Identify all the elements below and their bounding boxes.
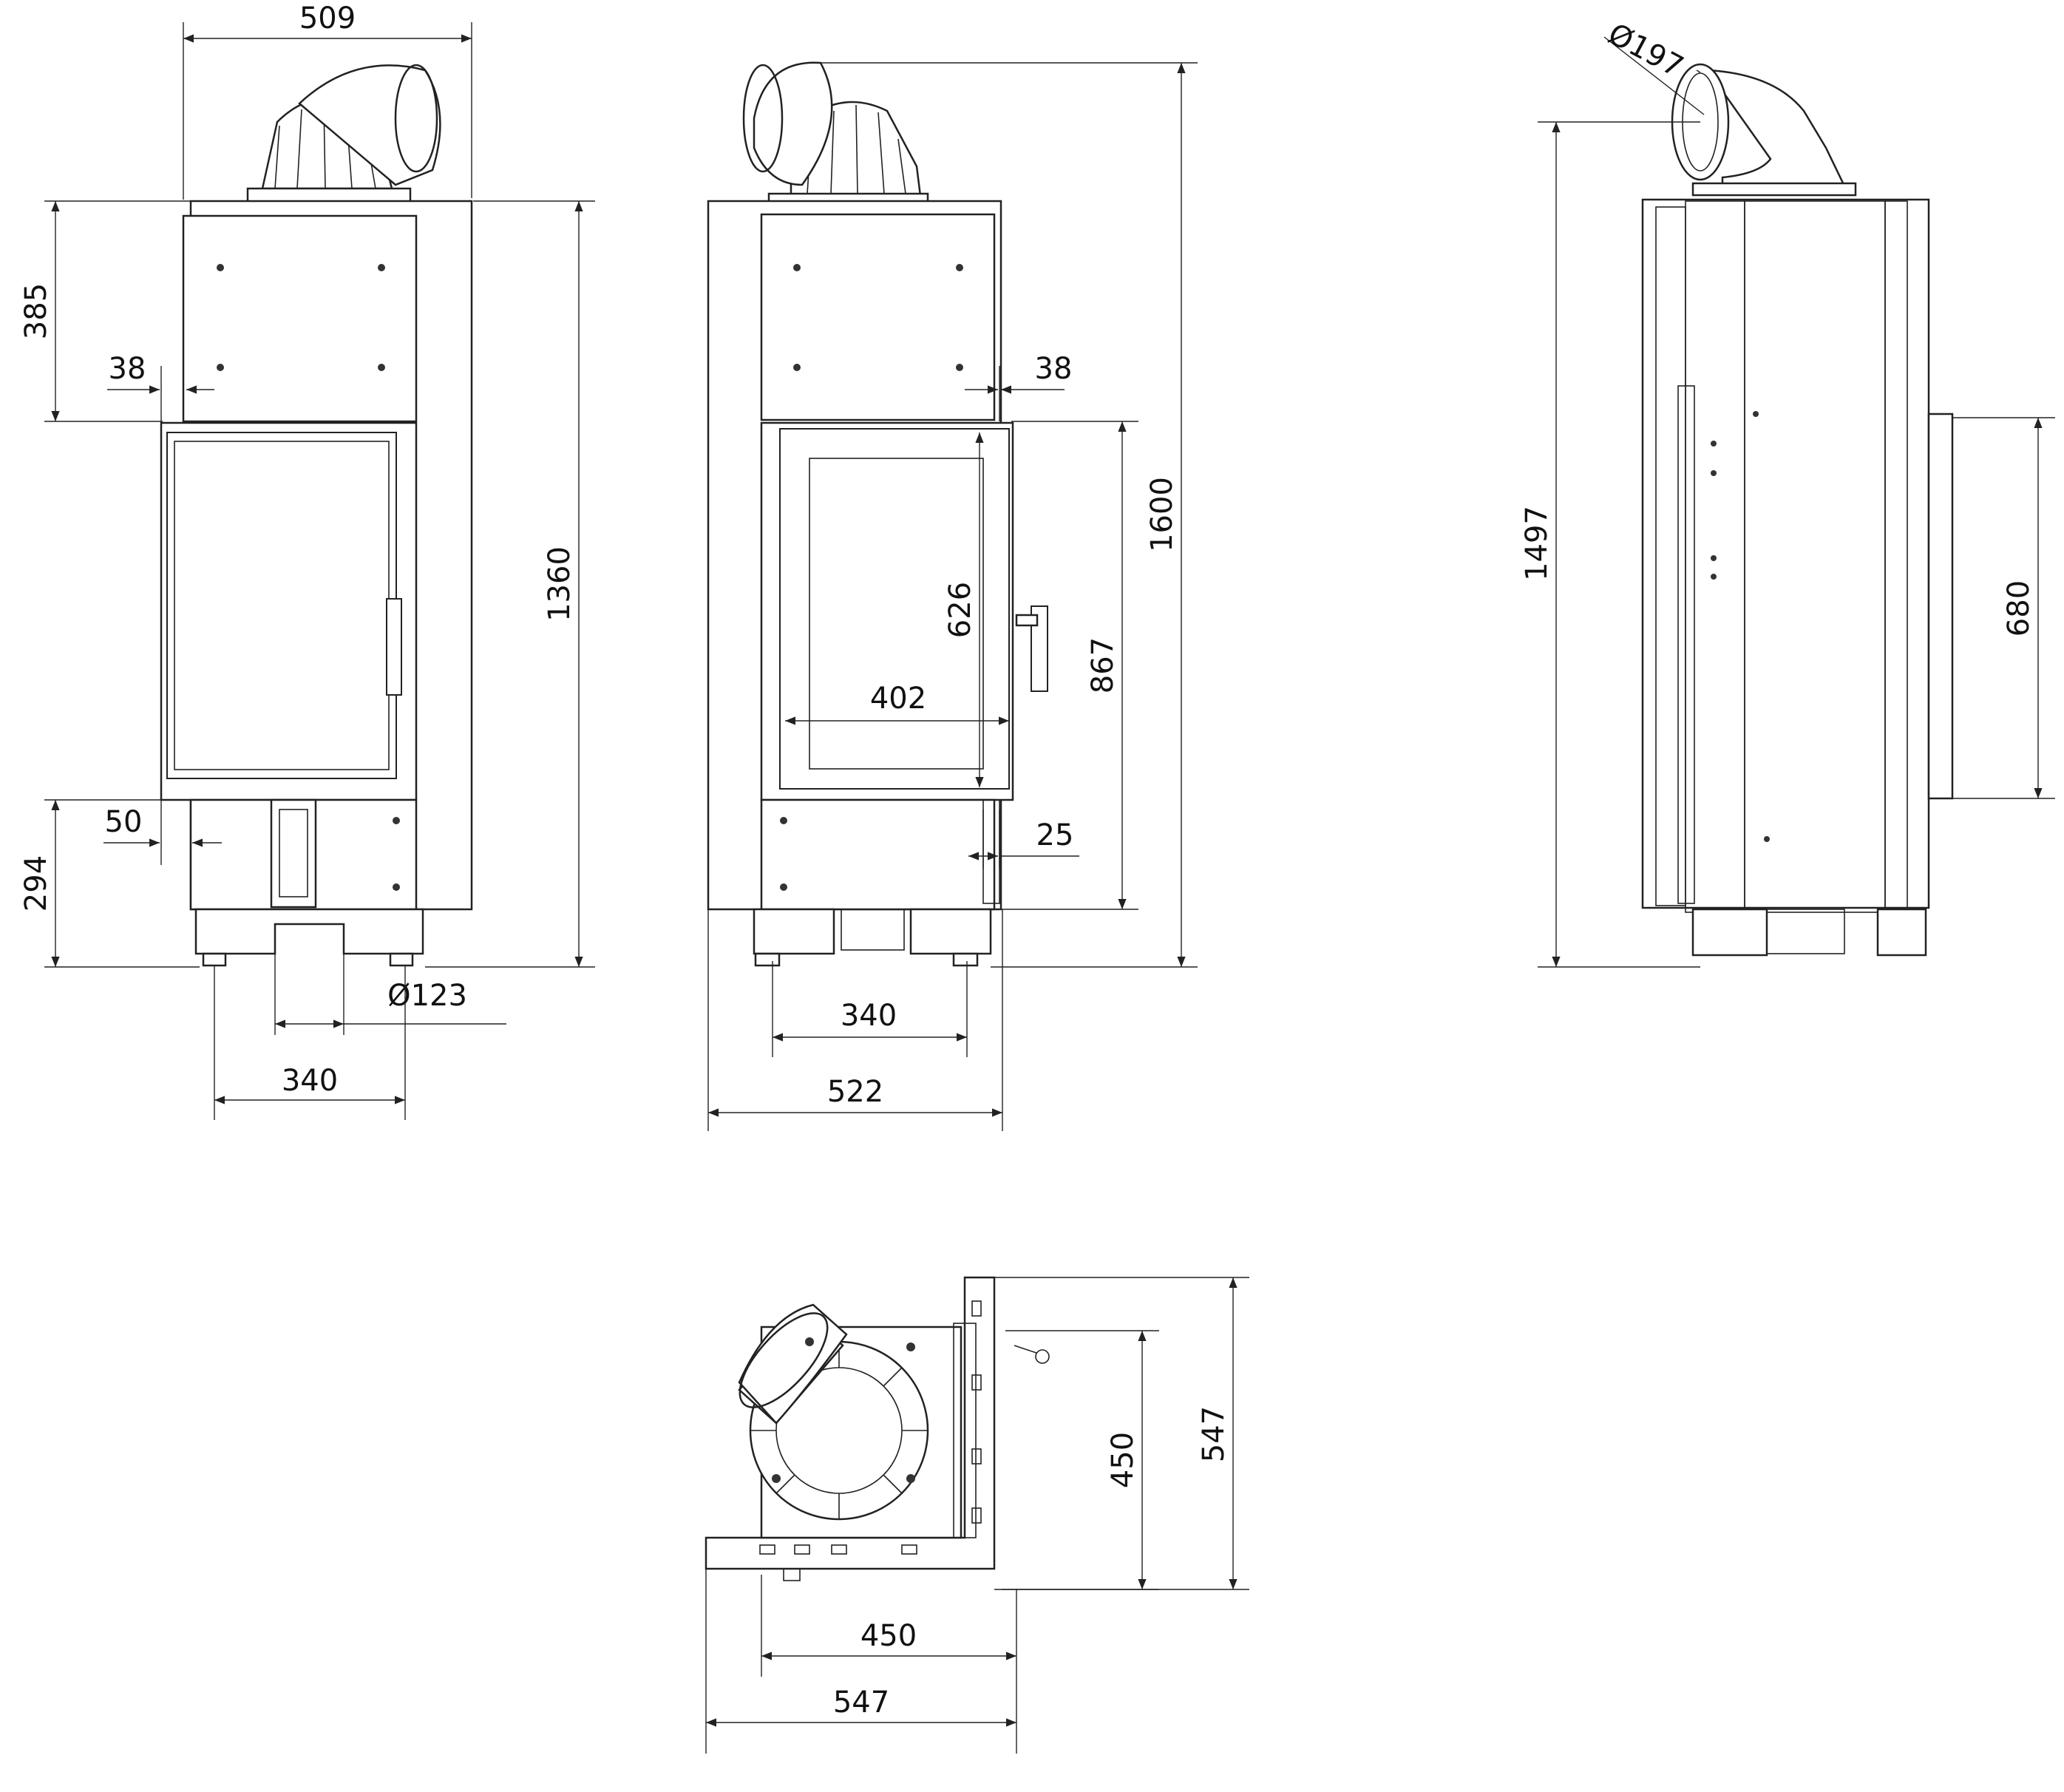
front-dimensions: 509 385 38 1360 294 50 Ø123 340 bbox=[19, 1, 595, 1120]
right-outer-casing bbox=[1641, 198, 1930, 909]
front-flue-diameter-label: Ø123 bbox=[387, 979, 467, 1013]
side-lip-label: 25 bbox=[1036, 818, 1074, 852]
front-top-panel bbox=[182, 214, 418, 423]
front-flue-elbow bbox=[246, 64, 441, 203]
side-flue-elbow bbox=[742, 61, 929, 204]
right-outlet-diameter-label: Ø197 bbox=[1603, 17, 1689, 84]
top-view bbox=[705, 1276, 1050, 1581]
right-height-label: 1497 bbox=[1520, 506, 1554, 581]
side-total-height-label: 1600 bbox=[1145, 477, 1179, 552]
side-width-label: 522 bbox=[827, 1075, 883, 1109]
side-door-height-label: 626 bbox=[943, 582, 977, 638]
side-leg-spacing-label: 340 bbox=[841, 999, 897, 1033]
front-bottom-offset-label: 50 bbox=[105, 805, 143, 839]
front-width-label: 509 bbox=[299, 1, 356, 35]
side-top-panel bbox=[760, 213, 996, 421]
side-view bbox=[707, 61, 1048, 967]
side-door-width-label: 402 bbox=[870, 682, 926, 716]
front-top-height-label: 385 bbox=[19, 283, 53, 339]
top-inner-depth-label: 450 bbox=[1106, 1432, 1140, 1488]
top-flue-elbow bbox=[738, 1303, 848, 1425]
top-inner-width-label: 450 bbox=[860, 1619, 917, 1653]
front-leg-spacing-label: 340 bbox=[282, 1064, 338, 1098]
front-door-glass bbox=[166, 432, 397, 779]
right-panel-height-label: 680 bbox=[2002, 580, 2036, 637]
front-bottom-height-label: 294 bbox=[19, 855, 53, 912]
front-door-handle bbox=[386, 598, 402, 696]
front-top-offset-label: 38 bbox=[109, 352, 146, 386]
side-door-handle bbox=[1031, 605, 1048, 692]
side-offset-label: 38 bbox=[1035, 352, 1073, 386]
side-dimensions: 38 1600 867 626 402 25 340 522 bbox=[707, 62, 1198, 1131]
side-door-glass bbox=[779, 428, 1010, 790]
top-overall-depth-label: 547 bbox=[1197, 1406, 1231, 1462]
right-view bbox=[1641, 63, 1954, 957]
right-side-panel bbox=[1927, 413, 1954, 800]
top-overall-width-label: 547 bbox=[833, 1686, 889, 1720]
right-flue-outlet bbox=[1671, 63, 1857, 197]
side-opening-height-label: 867 bbox=[1086, 637, 1120, 693]
top-dimensions: 547 450 450 547 bbox=[705, 1277, 1249, 1754]
front-height-label: 1360 bbox=[543, 546, 577, 622]
front-view bbox=[160, 64, 473, 967]
front-air-intake bbox=[270, 798, 317, 909]
